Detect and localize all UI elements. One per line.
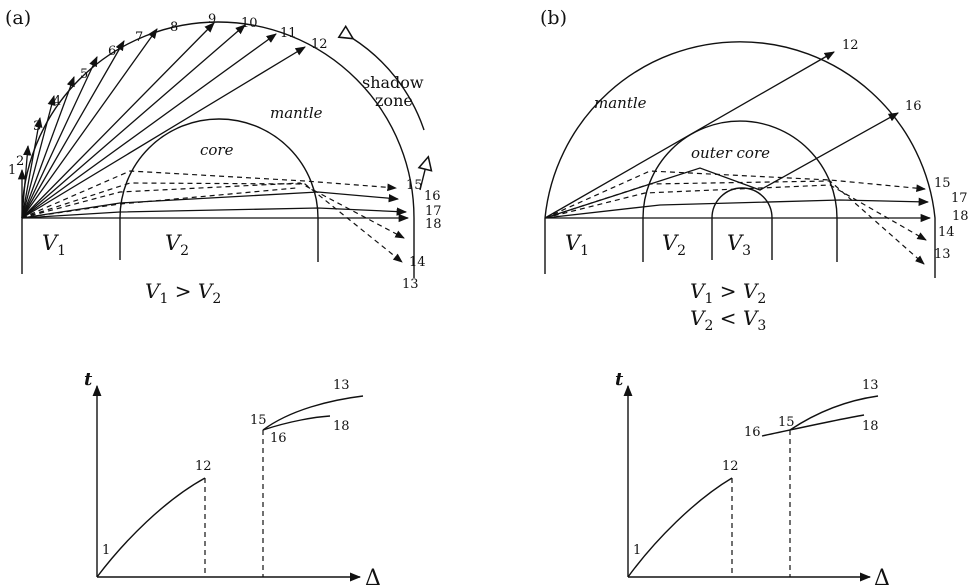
direct-rays-a — [22, 23, 305, 218]
ray-17-b — [545, 200, 928, 218]
graph-pt-1-a: 1 — [102, 543, 110, 558]
ray-number: 18 — [952, 209, 969, 224]
graph-b: t Δ 1 12 16 15 13 18 — [615, 369, 890, 587]
ray-number: 14 — [409, 255, 426, 270]
graph-pt-12-b: 12 — [722, 459, 739, 474]
panel-a-label: (a) — [5, 7, 31, 29]
graph-pt-12-a: 12 — [195, 459, 212, 474]
shadow-label-1: shadow — [362, 73, 424, 92]
ray-16-b — [545, 113, 898, 218]
graph-pt-16-b: 16 — [744, 425, 761, 440]
outer-core-label-b: outer core — [691, 144, 770, 162]
ray-number: 10 — [241, 16, 258, 31]
core-label-a: core — [200, 141, 234, 159]
graph-pt-16-a: 16 — [270, 431, 287, 446]
ray-number: 5 — [80, 67, 88, 82]
mantle-label-a: mantle — [270, 104, 323, 122]
v1-label-a: V1 — [42, 231, 66, 259]
v2-label-a: V2 — [165, 231, 189, 259]
ray-number: 8 — [170, 20, 178, 35]
graph-pt-13-b: 13 — [862, 378, 879, 393]
dashed-rays-a — [22, 171, 404, 262]
t-label-a: t — [84, 369, 93, 390]
graph-pt-18-a: 18 — [333, 419, 350, 434]
ray-number: 9 — [208, 12, 216, 27]
panel-a: (a) — [5, 7, 442, 307]
ray-number: 7 — [135, 30, 143, 45]
panel-b-label: (b) — [540, 7, 567, 29]
ray-number: 4 — [53, 94, 61, 109]
ray-number: 2 — [16, 154, 24, 169]
graph-pt-15-a: 15 — [250, 413, 267, 428]
ray-number: 12 — [311, 37, 328, 52]
graph-pt-18-b: 18 — [862, 419, 879, 434]
ray-number: 12 — [842, 38, 859, 53]
ray-number: 17 — [951, 191, 968, 206]
ray-number: 3 — [33, 119, 41, 134]
ray-10 — [22, 25, 245, 218]
ray-number: 11 — [280, 26, 297, 41]
ray-number: 16 — [905, 99, 922, 114]
shadow-label-2: zone — [375, 91, 413, 110]
delta-label-b: Δ — [874, 566, 890, 587]
t-label-b: t — [615, 369, 624, 390]
v1-label-b: V1 — [565, 231, 589, 259]
ray-number: 13 — [934, 247, 951, 262]
mantle-label-b: mantle — [594, 94, 647, 112]
ray-number: 18 — [425, 217, 442, 232]
panel-b: (b) 12 16 15 17 18 14 13 mantle outer co… — [540, 7, 969, 334]
ray-number: 16 — [424, 189, 441, 204]
ray-12 — [22, 47, 305, 218]
ray-number: 6 — [108, 44, 116, 59]
curve-1-12-a — [97, 478, 205, 577]
ray-8 — [22, 29, 157, 218]
ray-number: 13 — [402, 277, 419, 292]
v3-label-b: V3 — [727, 231, 751, 259]
graph-pt-15-b: 15 — [778, 415, 795, 430]
ray-5 — [22, 77, 74, 218]
ray-number: 15 — [934, 176, 951, 191]
core-rays-a — [22, 192, 408, 218]
inequality-b-2: V2 < V3 — [690, 306, 766, 334]
graph-pt-13-a: 13 — [333, 378, 350, 393]
graph-pt-1-b: 1 — [633, 543, 641, 558]
graph-a: t Δ 1 12 15 16 13 18 — [84, 369, 381, 587]
v2-label-b: V2 — [662, 231, 686, 259]
inequality-a: V1 > V2 — [145, 279, 221, 307]
inequality-b-1: V1 > V2 — [690, 279, 766, 307]
ray-number: 15 — [406, 178, 423, 193]
curve-1-12-b — [628, 478, 732, 577]
delta-label-a: Δ — [365, 566, 381, 587]
ray-number: 14 — [938, 225, 955, 240]
